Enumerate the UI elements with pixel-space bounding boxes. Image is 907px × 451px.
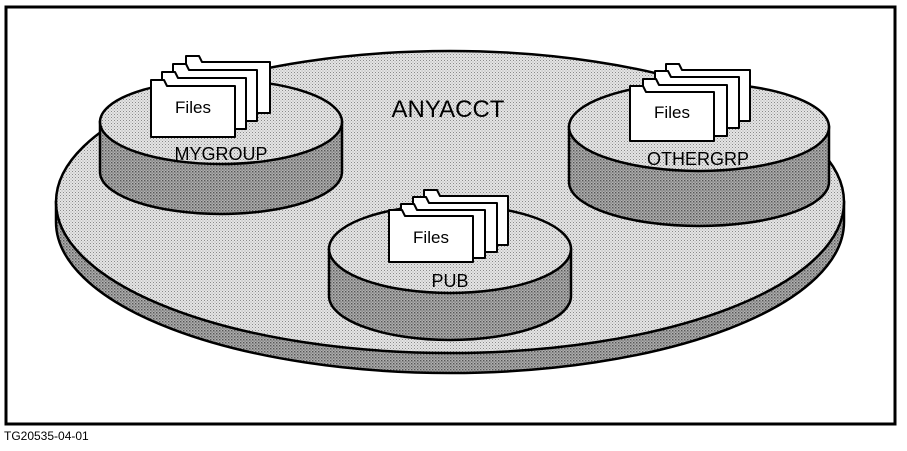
group-label-pub: PUB bbox=[431, 271, 468, 291]
files-label: Files bbox=[413, 228, 449, 247]
group-label-othergrp: OTHERGRP bbox=[647, 149, 749, 169]
group-label-mygroup: MYGROUP bbox=[174, 144, 267, 164]
files-stack-icon bbox=[388, 189, 509, 263]
group-disk-pub: Files PUB bbox=[327, 189, 573, 342]
files-label: Files bbox=[654, 103, 690, 122]
group-disk-othergrp: Files OTHERGRP bbox=[567, 63, 831, 228]
files-stack-icon bbox=[150, 55, 271, 138]
group-disk-mygroup: Files MYGROUP bbox=[98, 55, 344, 216]
figure-id: TG20535-04-01 bbox=[4, 429, 89, 443]
files-label: Files bbox=[175, 98, 211, 117]
account-label: ANYACCT bbox=[392, 96, 505, 123]
files-stack-icon bbox=[629, 63, 751, 142]
